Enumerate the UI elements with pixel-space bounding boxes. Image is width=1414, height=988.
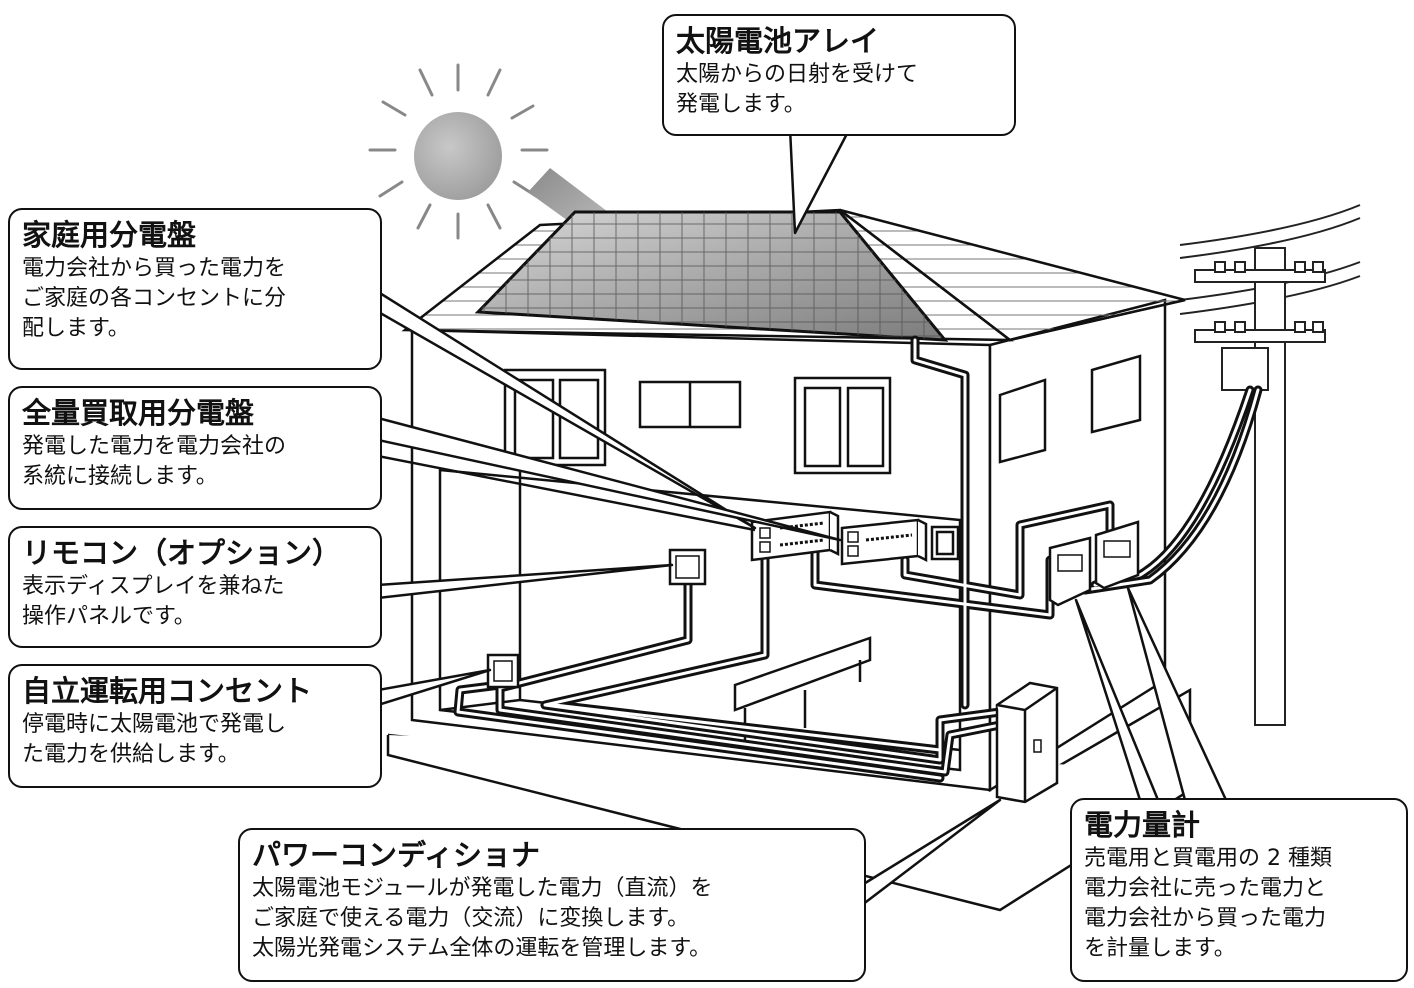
- callout-line: 発電します。: [676, 92, 806, 117]
- callout-line: 電力会社から買った電力を: [22, 256, 287, 281]
- callout-line: 発電した電力を電力会社の: [22, 434, 287, 459]
- callout-line: 売電用と買電用の 2 種類: [1084, 846, 1332, 871]
- callout-line: ご家庭で使える電力（交流）に変換します。: [252, 906, 690, 931]
- callout-line: 表示ディスプレイを兼ねた: [22, 574, 285, 599]
- power-conditioner-icon: [995, 681, 1059, 804]
- callout-line: 停電時に太陽電池で発電し: [22, 712, 287, 737]
- sun-icon: [368, 63, 549, 240]
- callout-line: ご家庭の各コンセントに分: [22, 286, 287, 311]
- callout-line: 配します。: [22, 316, 130, 341]
- callout-title: パワーコンディショナ: [252, 838, 540, 872]
- callout-line: 操作パネルです。: [22, 604, 196, 629]
- callout-line: た電力を供給します。: [22, 742, 240, 767]
- leader-lines: [373, 126, 1228, 907]
- callout-title: 全量買取用分電盤: [22, 396, 255, 430]
- callout-line: 電力会社に売った電力と: [1084, 876, 1327, 901]
- remote-control-icon: [668, 548, 707, 586]
- callout-line: 太陽光発電システム全体の運転を管理します。: [252, 936, 712, 961]
- outlet-icon: [486, 653, 520, 689]
- callout-remote-control: リモコン（オプション） 表示ディスプレイを兼ねた 操作パネルです。: [8, 526, 382, 648]
- solar-array-icon: [474, 210, 949, 342]
- wiring: [453, 335, 1263, 783]
- callout-title: 太陽電池アレイ: [676, 24, 880, 58]
- callout-solar-array: 太陽電池アレイ 太陽からの日射を受けて 発電します。: [662, 14, 1016, 136]
- callout-line: 太陽電池モジュールが発電した電力（直流）を: [252, 876, 713, 901]
- callout-line: 太陽からの日射を受けて: [676, 62, 919, 87]
- callout-power-meter: 電力量計 売電用と買電用の 2 種類 電力会社に売った電力と 電力会社から買った…: [1070, 798, 1408, 982]
- callout-title: リモコン（オプション）: [22, 536, 342, 570]
- callout-home-distribution-panel: 家庭用分電盤 電力会社から買った電力を ご家庭の各コンセントに分 配します。: [8, 208, 382, 370]
- callout-line: 系統に接続します。: [22, 464, 218, 489]
- callout-title: 家庭用分電盤: [22, 218, 197, 252]
- utility-pole-icon: [1179, 204, 1361, 726]
- callout-feed-in-distribution-panel: 全量買取用分電盤 発電した電力を電力会社の 系統に接続します。: [8, 386, 382, 510]
- callout-line: 電力会社から買った電力: [1084, 906, 1327, 931]
- callout-outlet: 自立運転用コンセント 停電時に太陽電池で発電し た電力を供給します。: [8, 664, 382, 788]
- power-meter-icon: [1048, 520, 1140, 607]
- callout-title: 自立運転用コンセント: [22, 674, 313, 708]
- equipment: [486, 510, 1140, 804]
- callout-power-conditioner: パワーコンディショナ 太陽電池モジュールが発電した電力（直流）を ご家庭で使える…: [238, 828, 866, 982]
- callout-title: 電力量計: [1084, 808, 1201, 842]
- feed-in-distribution-panel-icon: [840, 518, 928, 566]
- callout-line: を計量します。: [1084, 936, 1236, 961]
